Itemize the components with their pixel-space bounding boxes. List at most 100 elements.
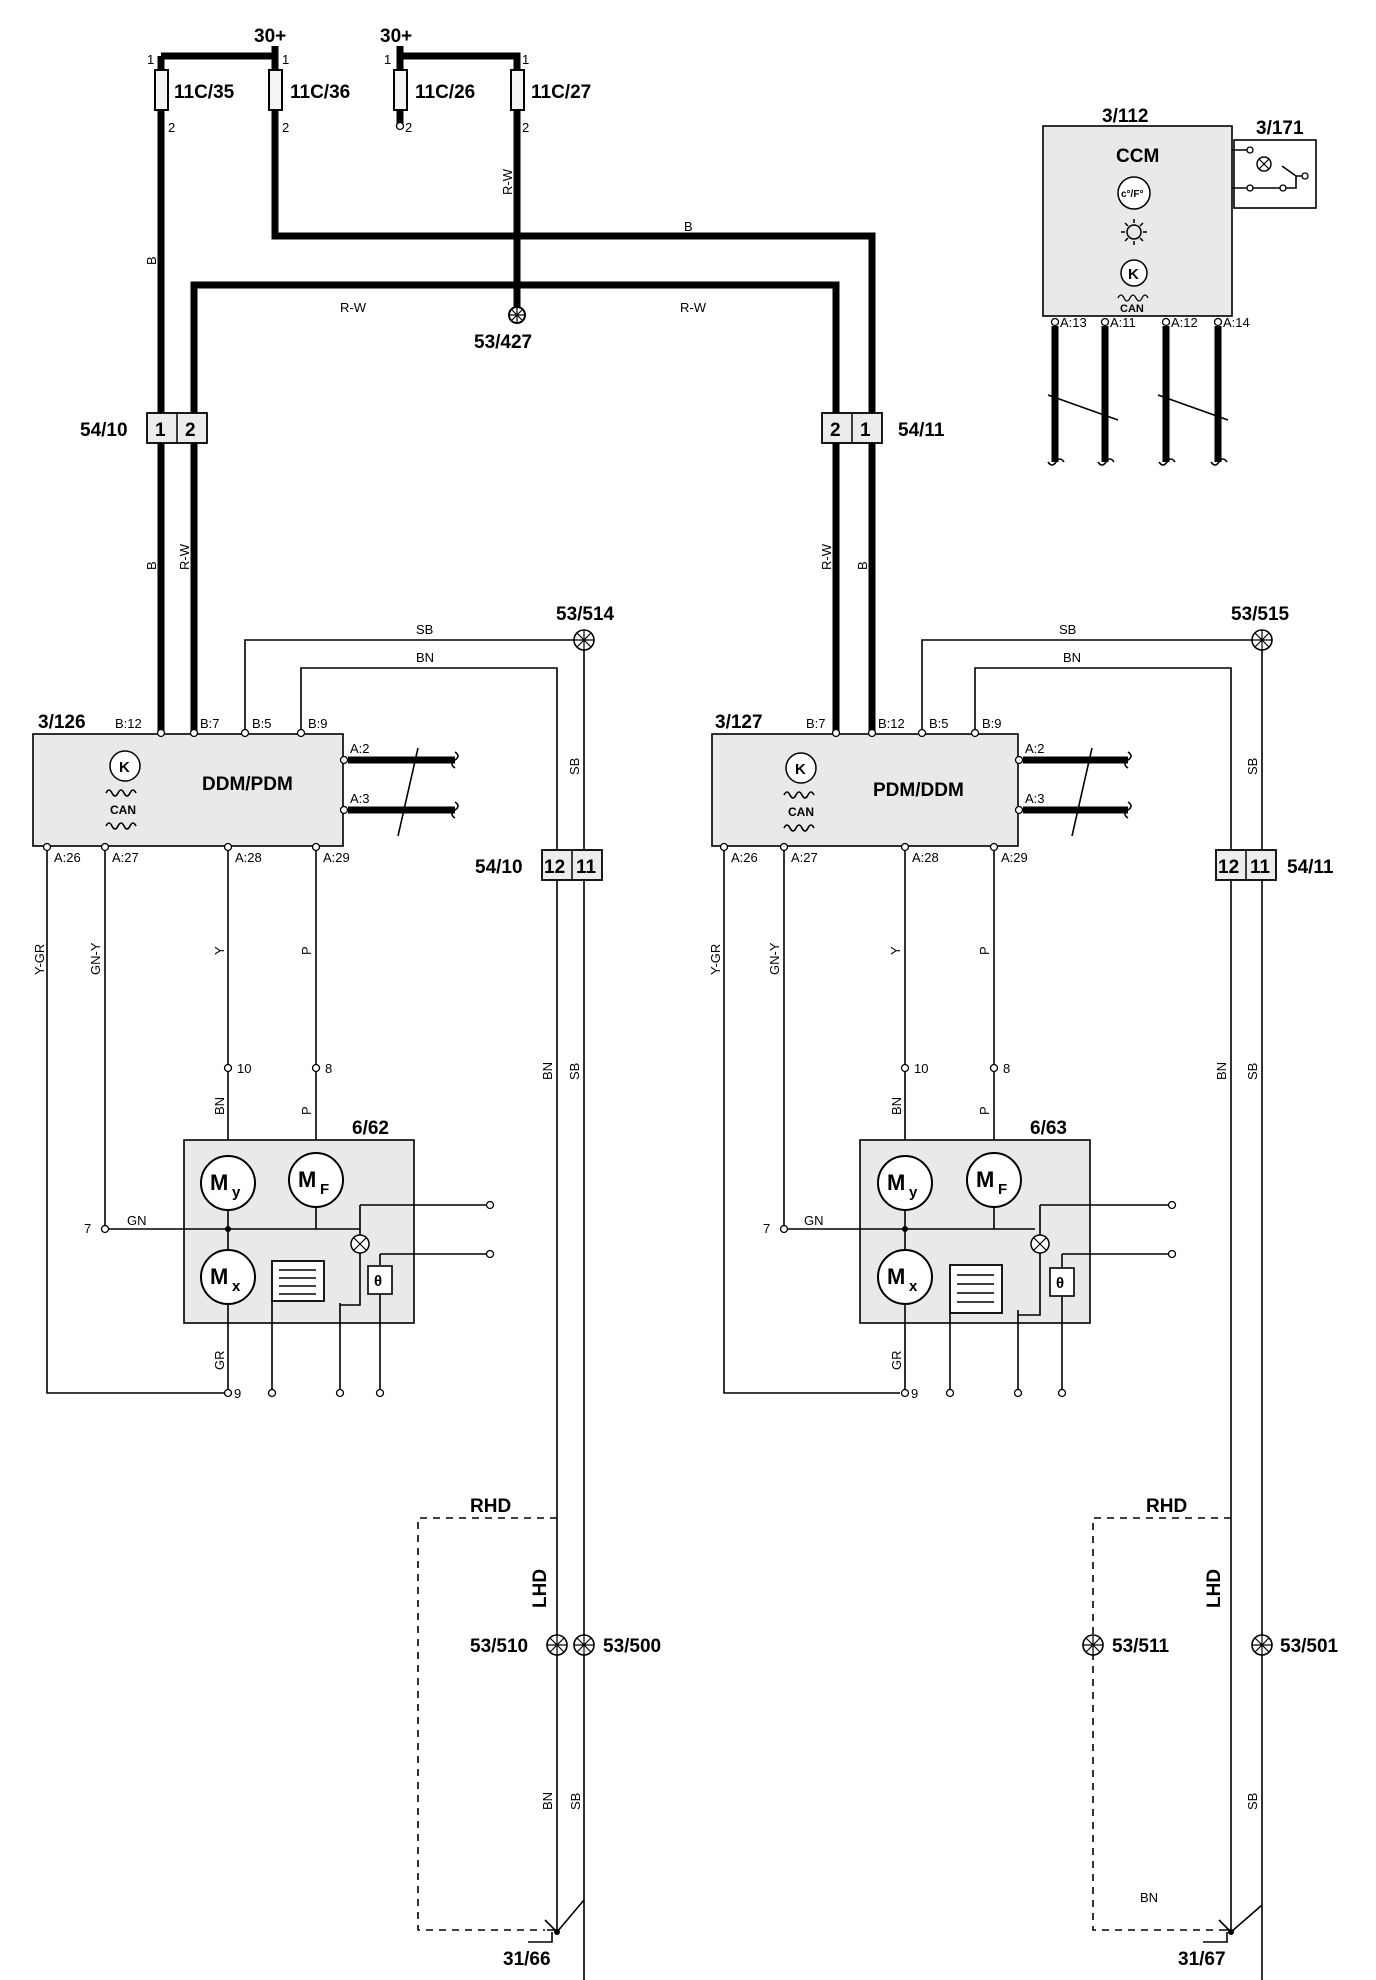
motor-y-icon [877, 1155, 933, 1211]
fuse-label-2: 11C/36 [290, 82, 350, 103]
wire-color: B [855, 561, 870, 570]
thermal-symbol: θ [1056, 1275, 1064, 1292]
wire-color: P [299, 946, 314, 955]
wire-color-rw-1: R-W [500, 168, 515, 195]
conn-pin: 1 [860, 420, 871, 441]
module-right-id: 3/127 [715, 712, 763, 733]
module-right: 53/515 SB BN SB 3/127 PDM/DDM K CAN B:7 … [708, 604, 1334, 1980]
fuse-pin-out-4: 2 [522, 120, 529, 135]
pin-label: A:28 [912, 850, 939, 865]
mirror-right: 10 8 BN P 6/63 7 GN M y M F M x θ 9 GR [763, 1061, 1177, 1401]
conn-pin: 12 [1218, 857, 1239, 878]
motor-x-label: M [210, 1264, 228, 1289]
pin-label: 7 [84, 1221, 91, 1236]
pin-label: B:12 [878, 716, 905, 731]
fuse-11c36-icon [268, 69, 283, 111]
fuse-11c26-icon [393, 69, 408, 111]
variant-lhd: LHD [530, 1569, 551, 1608]
k-letter: K [1128, 266, 1139, 283]
splice-510-label: 53/510 [470, 1636, 528, 1657]
supply-label-left: 30+ [254, 26, 286, 47]
variant-rhd: RHD [470, 1496, 511, 1517]
splice-511-label: 53/511 [1112, 1636, 1169, 1657]
wire-color: GR [212, 1351, 227, 1371]
wire-color-b-1: B [144, 256, 159, 265]
fuse-end-pin [395, 121, 405, 131]
pin-label: B:5 [929, 716, 949, 731]
motor-y-sub: y [232, 1184, 241, 1201]
module-right-can: CAN [788, 805, 814, 819]
wire-color: P [977, 946, 992, 955]
motor-x-sub: x [232, 1278, 241, 1295]
wire-color: R-W [177, 543, 192, 570]
wire-color: SB [568, 1793, 583, 1810]
module-right-name: PDM/DDM [873, 780, 964, 801]
pin-label: A:27 [791, 850, 818, 865]
module-left-name: DDM/PDM [202, 774, 293, 795]
wire-color: P [299, 1106, 314, 1115]
module-right-box [711, 733, 1019, 847]
pin-label: A:3 [350, 791, 370, 806]
fuse-label-3: 11C/26 [415, 82, 475, 103]
mirror-right-id: 6/63 [1030, 1118, 1067, 1139]
module-left: 53/514 SB BN SB 3/126 DDM/PDM K CAN B:12… [32, 604, 615, 1980]
motor-y-sub: y [909, 1184, 918, 1201]
fuse-pin-out-3: 2 [405, 120, 412, 135]
splice-427-label: 53/427 [474, 332, 532, 353]
switch-id: 3/171 [1256, 118, 1304, 139]
wire-color: BN [1214, 1062, 1229, 1080]
wire-color: Y [888, 946, 903, 955]
motor-x-sub: x [909, 1278, 918, 1295]
supply-section: 30+ 30+ 11C/35 11C/36 11C/26 11C/27 1 1 … [144, 26, 876, 733]
ccm-can-label: CAN [1120, 303, 1144, 315]
k-bus-icon [1120, 259, 1148, 287]
ground-left-label: 31/66 [503, 1949, 551, 1970]
fuse-pin-out-1: 2 [168, 120, 175, 135]
wire-color: SB [567, 758, 582, 775]
wire-color-rw-2: R-W [340, 300, 367, 315]
ccm-pin-label: A:11 [1110, 315, 1136, 330]
wire-color: SB [1245, 1063, 1260, 1080]
splice-515-label: 53/515 [1231, 604, 1290, 625]
pin-label: A:2 [350, 741, 370, 756]
k-letter: K [795, 761, 806, 778]
wire-color: BN [416, 650, 434, 665]
pin-label: A:29 [323, 850, 350, 865]
wire-color: Y-GR [32, 944, 47, 975]
sun-icon [1121, 219, 1147, 245]
fuse-label-1: 11C/35 [174, 82, 235, 103]
wire-color: BN [212, 1097, 227, 1115]
connector-5411-label-bottom: 54/11 [1287, 857, 1334, 878]
pin-label: 8 [325, 1061, 332, 1076]
conn-pin: 1 [155, 420, 166, 441]
wire-color: GN [127, 1213, 147, 1228]
motor-f-label: M [976, 1167, 994, 1192]
pin-label: B:5 [252, 716, 272, 731]
k-letter: K [119, 759, 130, 776]
mirror-heater-icon [949, 1264, 1003, 1314]
wire-color: SB [1245, 1793, 1260, 1810]
wire-color-b-2: B [684, 219, 693, 234]
supply-label-right: 30+ [380, 26, 412, 47]
splice-500-label: 53/500 [603, 1636, 661, 1657]
connector-top-group: 1 2 54/10 2 1 54/11 B R-W R-W B [80, 412, 945, 570]
pin-label: A:27 [112, 850, 139, 865]
ccm-module: 3/112 CCM c°/F° K CAN 3/171 A:13 A:11 A:… [1042, 106, 1317, 466]
fuse-pin-in-4: 1 [522, 52, 529, 67]
pin-label: A:2 [1025, 741, 1045, 756]
variant-lhd: LHD [1204, 1569, 1225, 1608]
fuse-pin-in-1: 1 [147, 52, 154, 67]
pin-label: 9 [234, 1386, 241, 1401]
wire-color: BN [889, 1097, 904, 1115]
pin-label: 9 [911, 1386, 918, 1401]
motor-f-label: M [298, 1167, 316, 1192]
pin-label: B:12 [115, 716, 142, 731]
temperature-unit: c°/F° [1121, 189, 1143, 200]
connector-5410-label: 54/10 [80, 420, 128, 441]
wire-color: Y-GR [708, 944, 723, 975]
motor-f-icon [288, 1152, 344, 1208]
k-bus-icon [785, 752, 817, 784]
wire-color: SB [567, 1063, 582, 1080]
motor-y-label: M [887, 1170, 905, 1195]
module-left-box [32, 733, 344, 847]
